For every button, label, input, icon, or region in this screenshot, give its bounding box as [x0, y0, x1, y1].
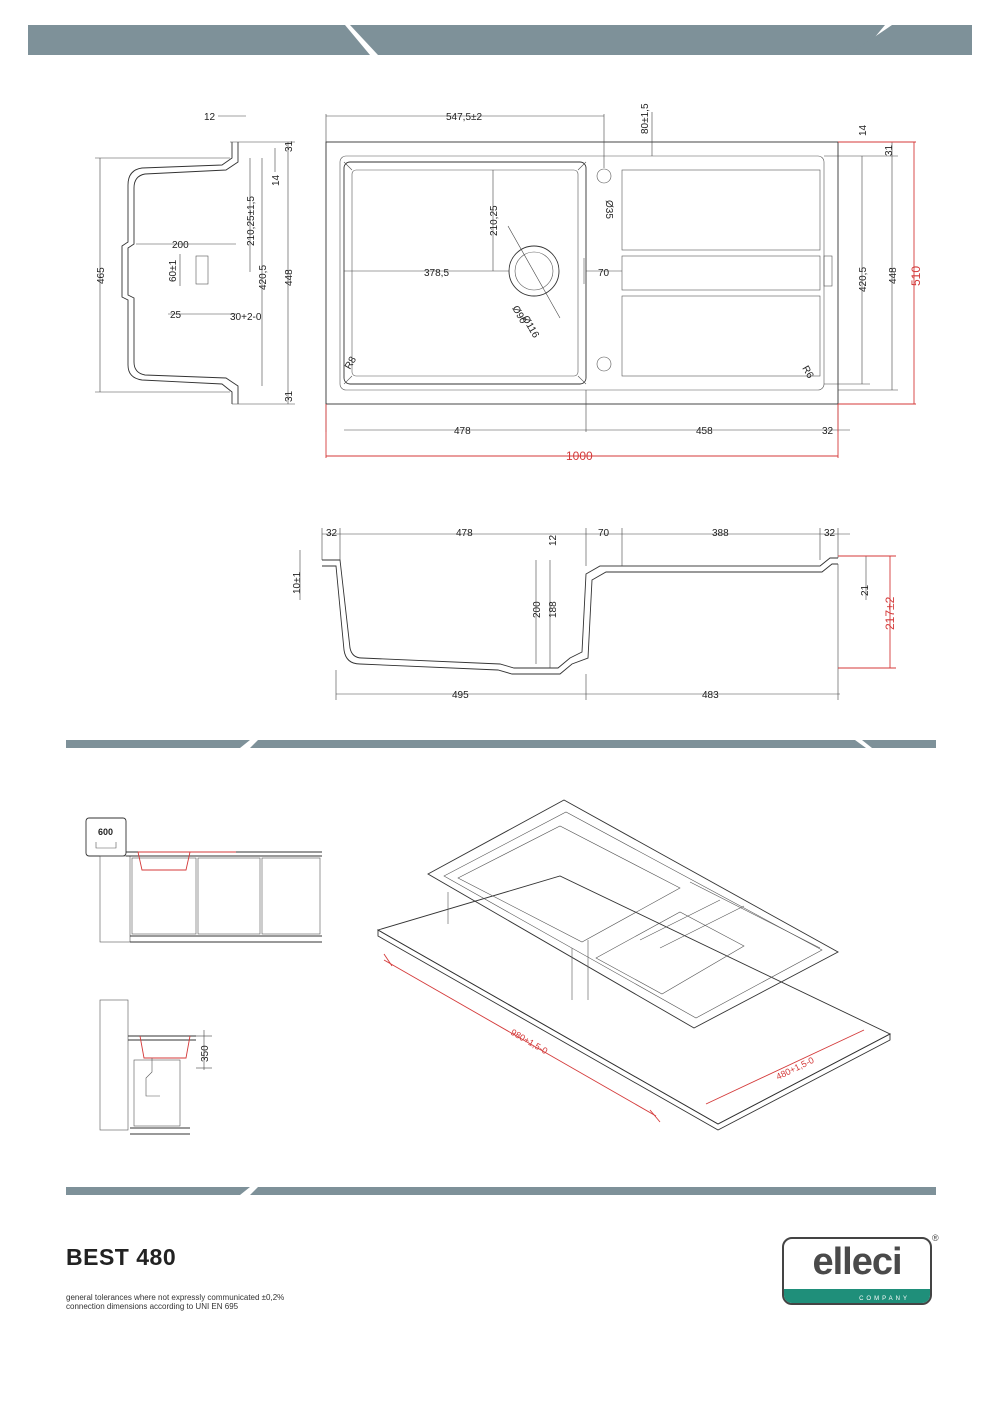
dim-label: 420,5: [858, 267, 869, 292]
dim-label: 70: [598, 528, 610, 539]
iso-width-label: 480+1,5-0: [774, 1055, 815, 1082]
dim-label: 210,25: [489, 205, 500, 236]
dim-label: 10±1: [292, 571, 303, 594]
bottom-band: [66, 1187, 936, 1195]
dim-label: 378,5: [424, 268, 449, 279]
dim-label: 30+2-0: [230, 312, 262, 323]
logo-company: COMPANY: [859, 1296, 910, 1302]
dim-label: 14: [271, 174, 282, 186]
dim-label: 420,5: [258, 265, 269, 290]
logo-bar: COMPANY: [784, 1289, 930, 1303]
height-label: 350: [200, 1045, 211, 1062]
section-installation: [99, 999, 212, 1135]
dim-label: 1000: [566, 449, 593, 463]
dim-label: 70: [598, 268, 610, 279]
dim-label: 14: [858, 124, 869, 136]
top-view-labels: 547,5±2 80±1,5 14 31 210,25 Ø35 378,5 70…: [343, 103, 923, 463]
front-section-labels: 32 478 12 70 388 32 10±1 200 188 21 217±…: [292, 528, 897, 701]
dim-label: 12: [204, 112, 216, 123]
dim-label: 25: [170, 310, 182, 321]
iso-length-label: 980+1,5-0: [509, 1027, 549, 1056]
dim-label: 458: [696, 426, 713, 437]
dim-label: R6: [799, 364, 815, 381]
dim-label: 32: [822, 426, 834, 437]
dim-label: 200: [532, 601, 543, 618]
dim-label: 547,5±2: [446, 112, 483, 123]
install-labels: 600 350 980+1,5-0 480+1,5-0: [98, 827, 816, 1082]
dim-label: 60±1: [168, 259, 179, 282]
cabinet-size-label: 600: [98, 827, 113, 837]
header-band: [28, 25, 972, 55]
logo-word: elleci: [812, 1241, 902, 1283]
connection-note: connection dimensions according to UNI E…: [66, 1302, 239, 1311]
dim-label: Ø116: [519, 314, 541, 340]
dim-label: 448: [284, 269, 295, 286]
product-title: BEST 480: [66, 1244, 177, 1270]
elleci-logo: elleci COMPANY: [782, 1237, 932, 1305]
middle-band: [66, 740, 936, 748]
front-section-view: [299, 528, 896, 700]
dim-label: 478: [456, 528, 473, 539]
dim-label: 478: [454, 426, 471, 437]
dim-label: 495: [452, 690, 469, 701]
dim-label: 12: [548, 534, 559, 546]
dim-label: 465: [96, 267, 107, 284]
dim-label: 80±1,5: [640, 103, 651, 134]
dim-label: 31: [884, 144, 895, 156]
isometric-view: [376, 799, 892, 1131]
side-section-view: [95, 115, 295, 405]
dim-label: 483: [702, 690, 719, 701]
dim-label: 31: [284, 140, 295, 152]
dim-label: 217±2: [883, 596, 897, 630]
tolerance-note: general tolerances where not expressly c…: [66, 1293, 285, 1302]
dim-label: R8: [343, 355, 359, 372]
dim-label: 188: [548, 601, 559, 618]
dim-label: 32: [824, 528, 836, 539]
side-section-labels: 12 31 14 210,25±1,5 465 420,5 448 200 60…: [96, 112, 295, 402]
dim-label: 510: [909, 266, 923, 286]
dim-label: 448: [888, 267, 899, 284]
dim-label: 31: [284, 390, 295, 402]
registered-mark: ®: [932, 1233, 939, 1243]
dim-label: Ø35: [603, 200, 614, 219]
cabinet-installation: [85, 817, 322, 943]
dim-label: 210,25±1,5: [246, 196, 257, 246]
dim-label: 200: [172, 240, 189, 251]
top-view: [325, 112, 916, 458]
dim-label: 21: [860, 584, 871, 596]
dim-label: 32: [326, 528, 338, 539]
dim-label: 388: [712, 528, 729, 539]
